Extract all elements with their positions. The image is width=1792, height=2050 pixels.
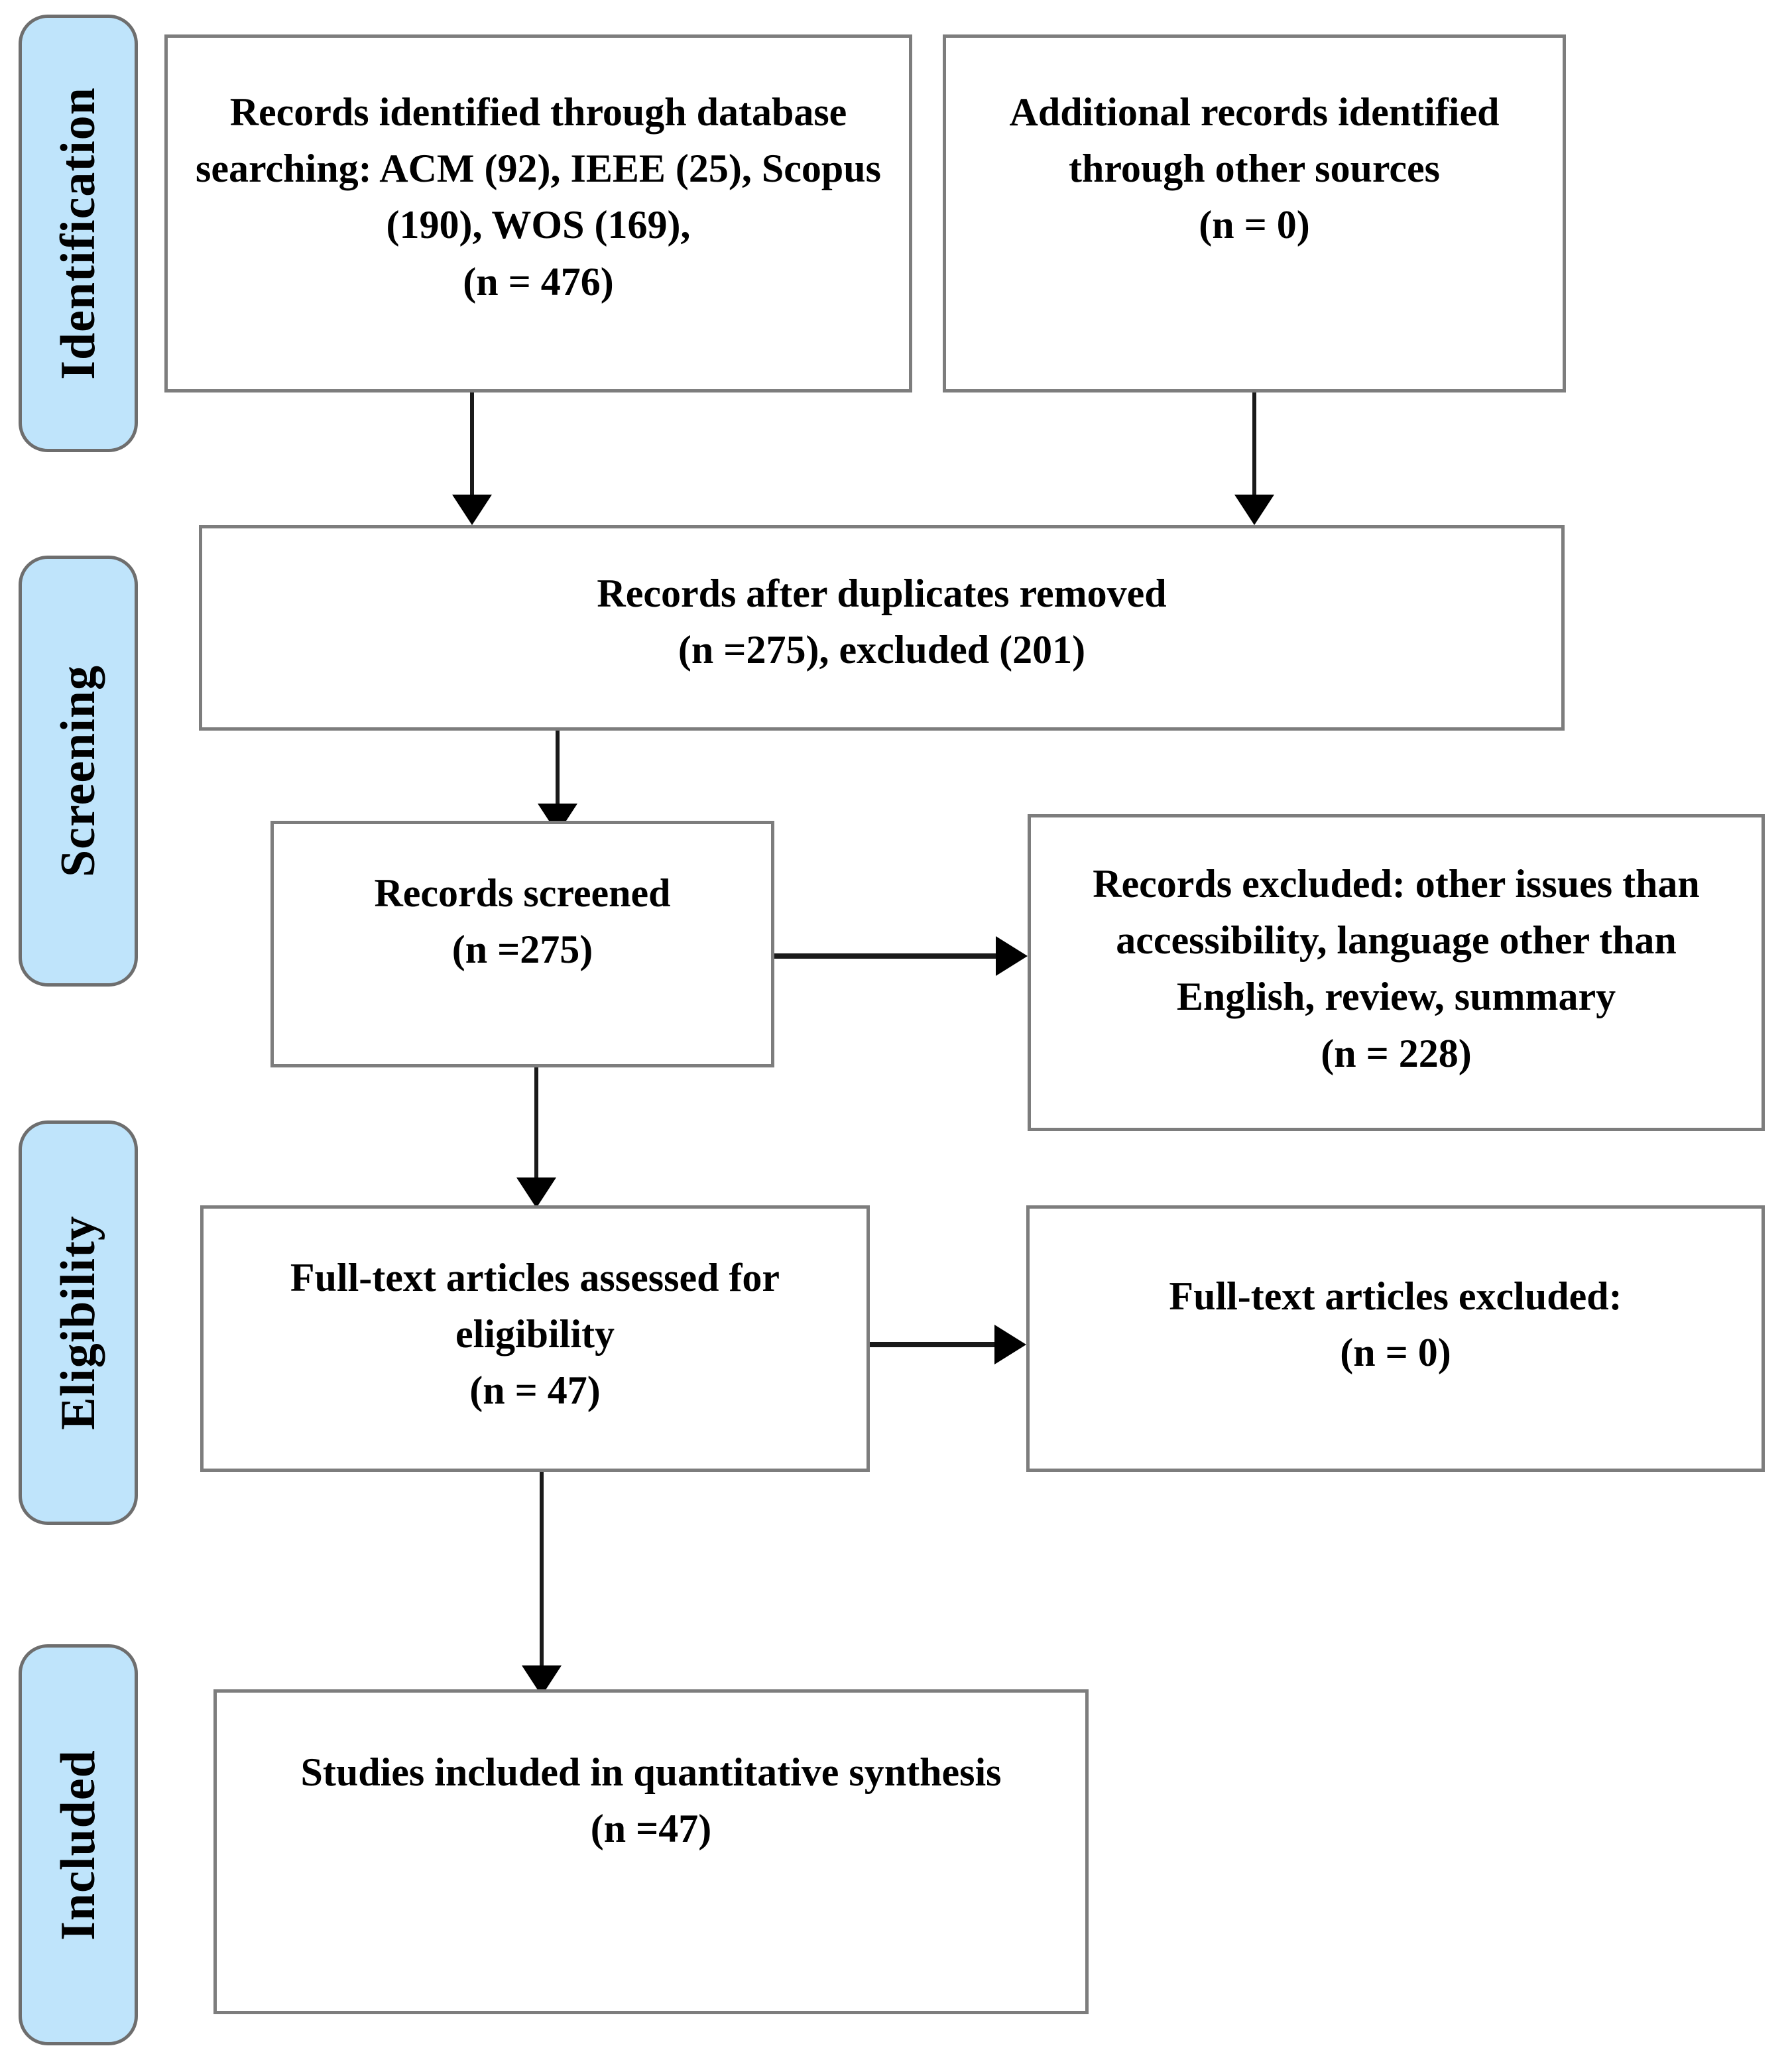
connector-additional-to-duplicates xyxy=(1252,392,1256,500)
box-fulltext-excluded-text: Full-text articles excluded: (n = 0) xyxy=(1169,1274,1622,1375)
box-records-identified: Records identified through database sear… xyxy=(164,34,912,392)
box-records-screened-text: Records screened (n =275) xyxy=(374,871,671,972)
box-additional-records-text: Additional records identified through ot… xyxy=(1009,90,1500,247)
box-records-identified-text: Records identified through database sear… xyxy=(196,90,881,304)
box-records-screened: Records screened (n =275) xyxy=(270,821,774,1067)
stage-label-screening: Screening xyxy=(51,664,106,878)
box-duplicates-removed-text: Records after duplicates removed (n =275… xyxy=(597,572,1167,672)
stage-label-included: Included xyxy=(51,1749,106,1941)
connector-screened-to-fulltext xyxy=(534,1067,538,1185)
stage-label-identification: Identification xyxy=(51,87,105,380)
box-fulltext-assessed-text: Full-text articles assessed for eligibil… xyxy=(290,1256,780,1413)
arrowhead-screened-to-excluded xyxy=(996,936,1028,976)
arrowhead-identified-to-duplicates xyxy=(452,495,492,525)
box-fulltext-assessed: Full-text articles assessed for eligibil… xyxy=(200,1205,870,1472)
connector-fulltext-to-included xyxy=(540,1472,544,1676)
box-studies-included: Studies included in quantitative synthes… xyxy=(213,1689,1089,2014)
box-studies-included-text: Studies included in quantitative synthes… xyxy=(300,1750,1002,1851)
stage-label-eligibility: Eligibility xyxy=(51,1215,106,1430)
connector-screened-to-excluded xyxy=(774,953,997,959)
box-fulltext-excluded: Full-text articles excluded: (n = 0) xyxy=(1026,1205,1765,1472)
box-duplicates-removed: Records after duplicates removed (n =275… xyxy=(199,525,1565,731)
connector-duplicates-to-screened xyxy=(556,731,560,812)
stage-pill-identification: Identification xyxy=(19,15,138,452)
arrowhead-additional-to-duplicates xyxy=(1234,495,1274,525)
stage-pill-screening: Screening xyxy=(19,556,138,987)
arrowhead-fulltext-to-excluded xyxy=(994,1325,1026,1364)
stage-pill-eligibility: Eligibility xyxy=(19,1120,138,1525)
box-records-excluded: Records excluded: other issues than acce… xyxy=(1028,814,1765,1131)
connector-fulltext-to-excluded xyxy=(870,1342,1000,1347)
connector-identified-to-duplicates xyxy=(470,392,474,500)
box-additional-records: Additional records identified through ot… xyxy=(943,34,1566,392)
box-records-excluded-text: Records excluded: other issues than acce… xyxy=(1093,862,1700,1075)
stage-pill-included: Included xyxy=(19,1644,138,2045)
arrowhead-screened-to-fulltext xyxy=(516,1177,556,1208)
